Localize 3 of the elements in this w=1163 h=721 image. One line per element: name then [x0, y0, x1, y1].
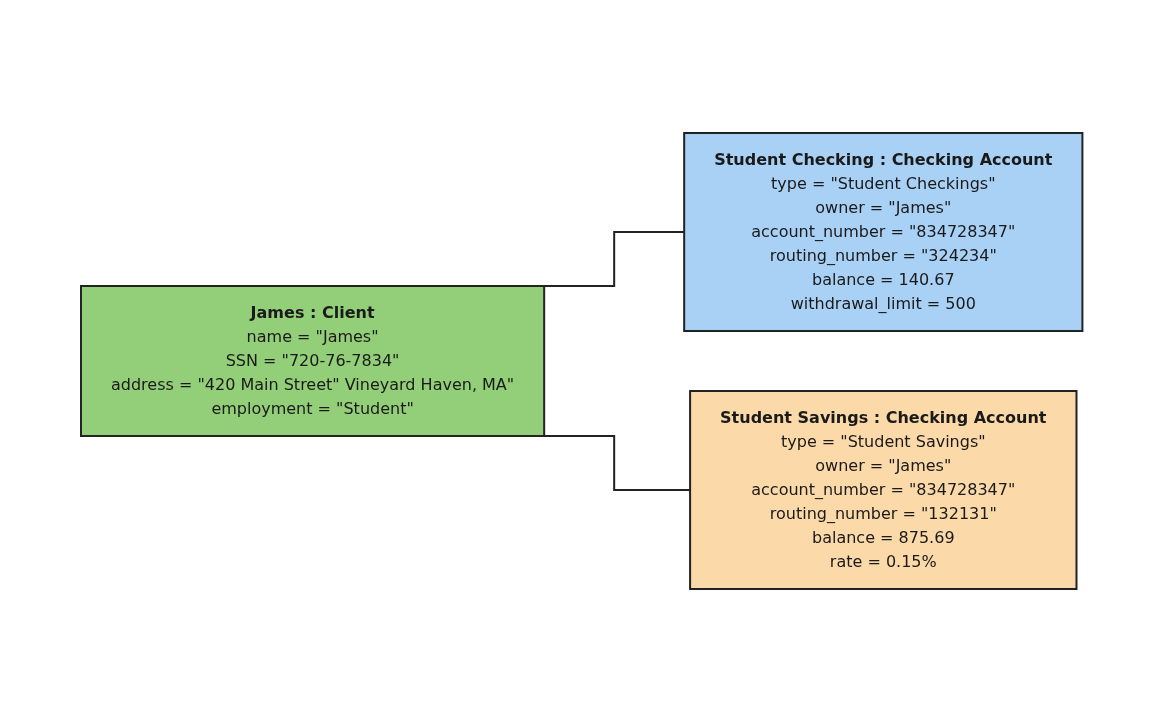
node-box: James : Client name = "James" SSN = "720-76-7834" address = "420 Main Street" Vineyard Haven, MA" employment = "Student" [79, 284, 545, 437]
node-box: Student Savings : Checking Account type = "Student Savings" owner = "James" account_number = "834728347" routing_number = "132131" balance = 875.69 rate = 0.15% [688, 389, 1078, 590]
node-box: Student Checking : Checking Account type = "Student Checkings" owner = "James" account_number = "834728347" routing_number = "324234" balance = 140.67 withdrawal_limit = 500 [682, 131, 1084, 332]
